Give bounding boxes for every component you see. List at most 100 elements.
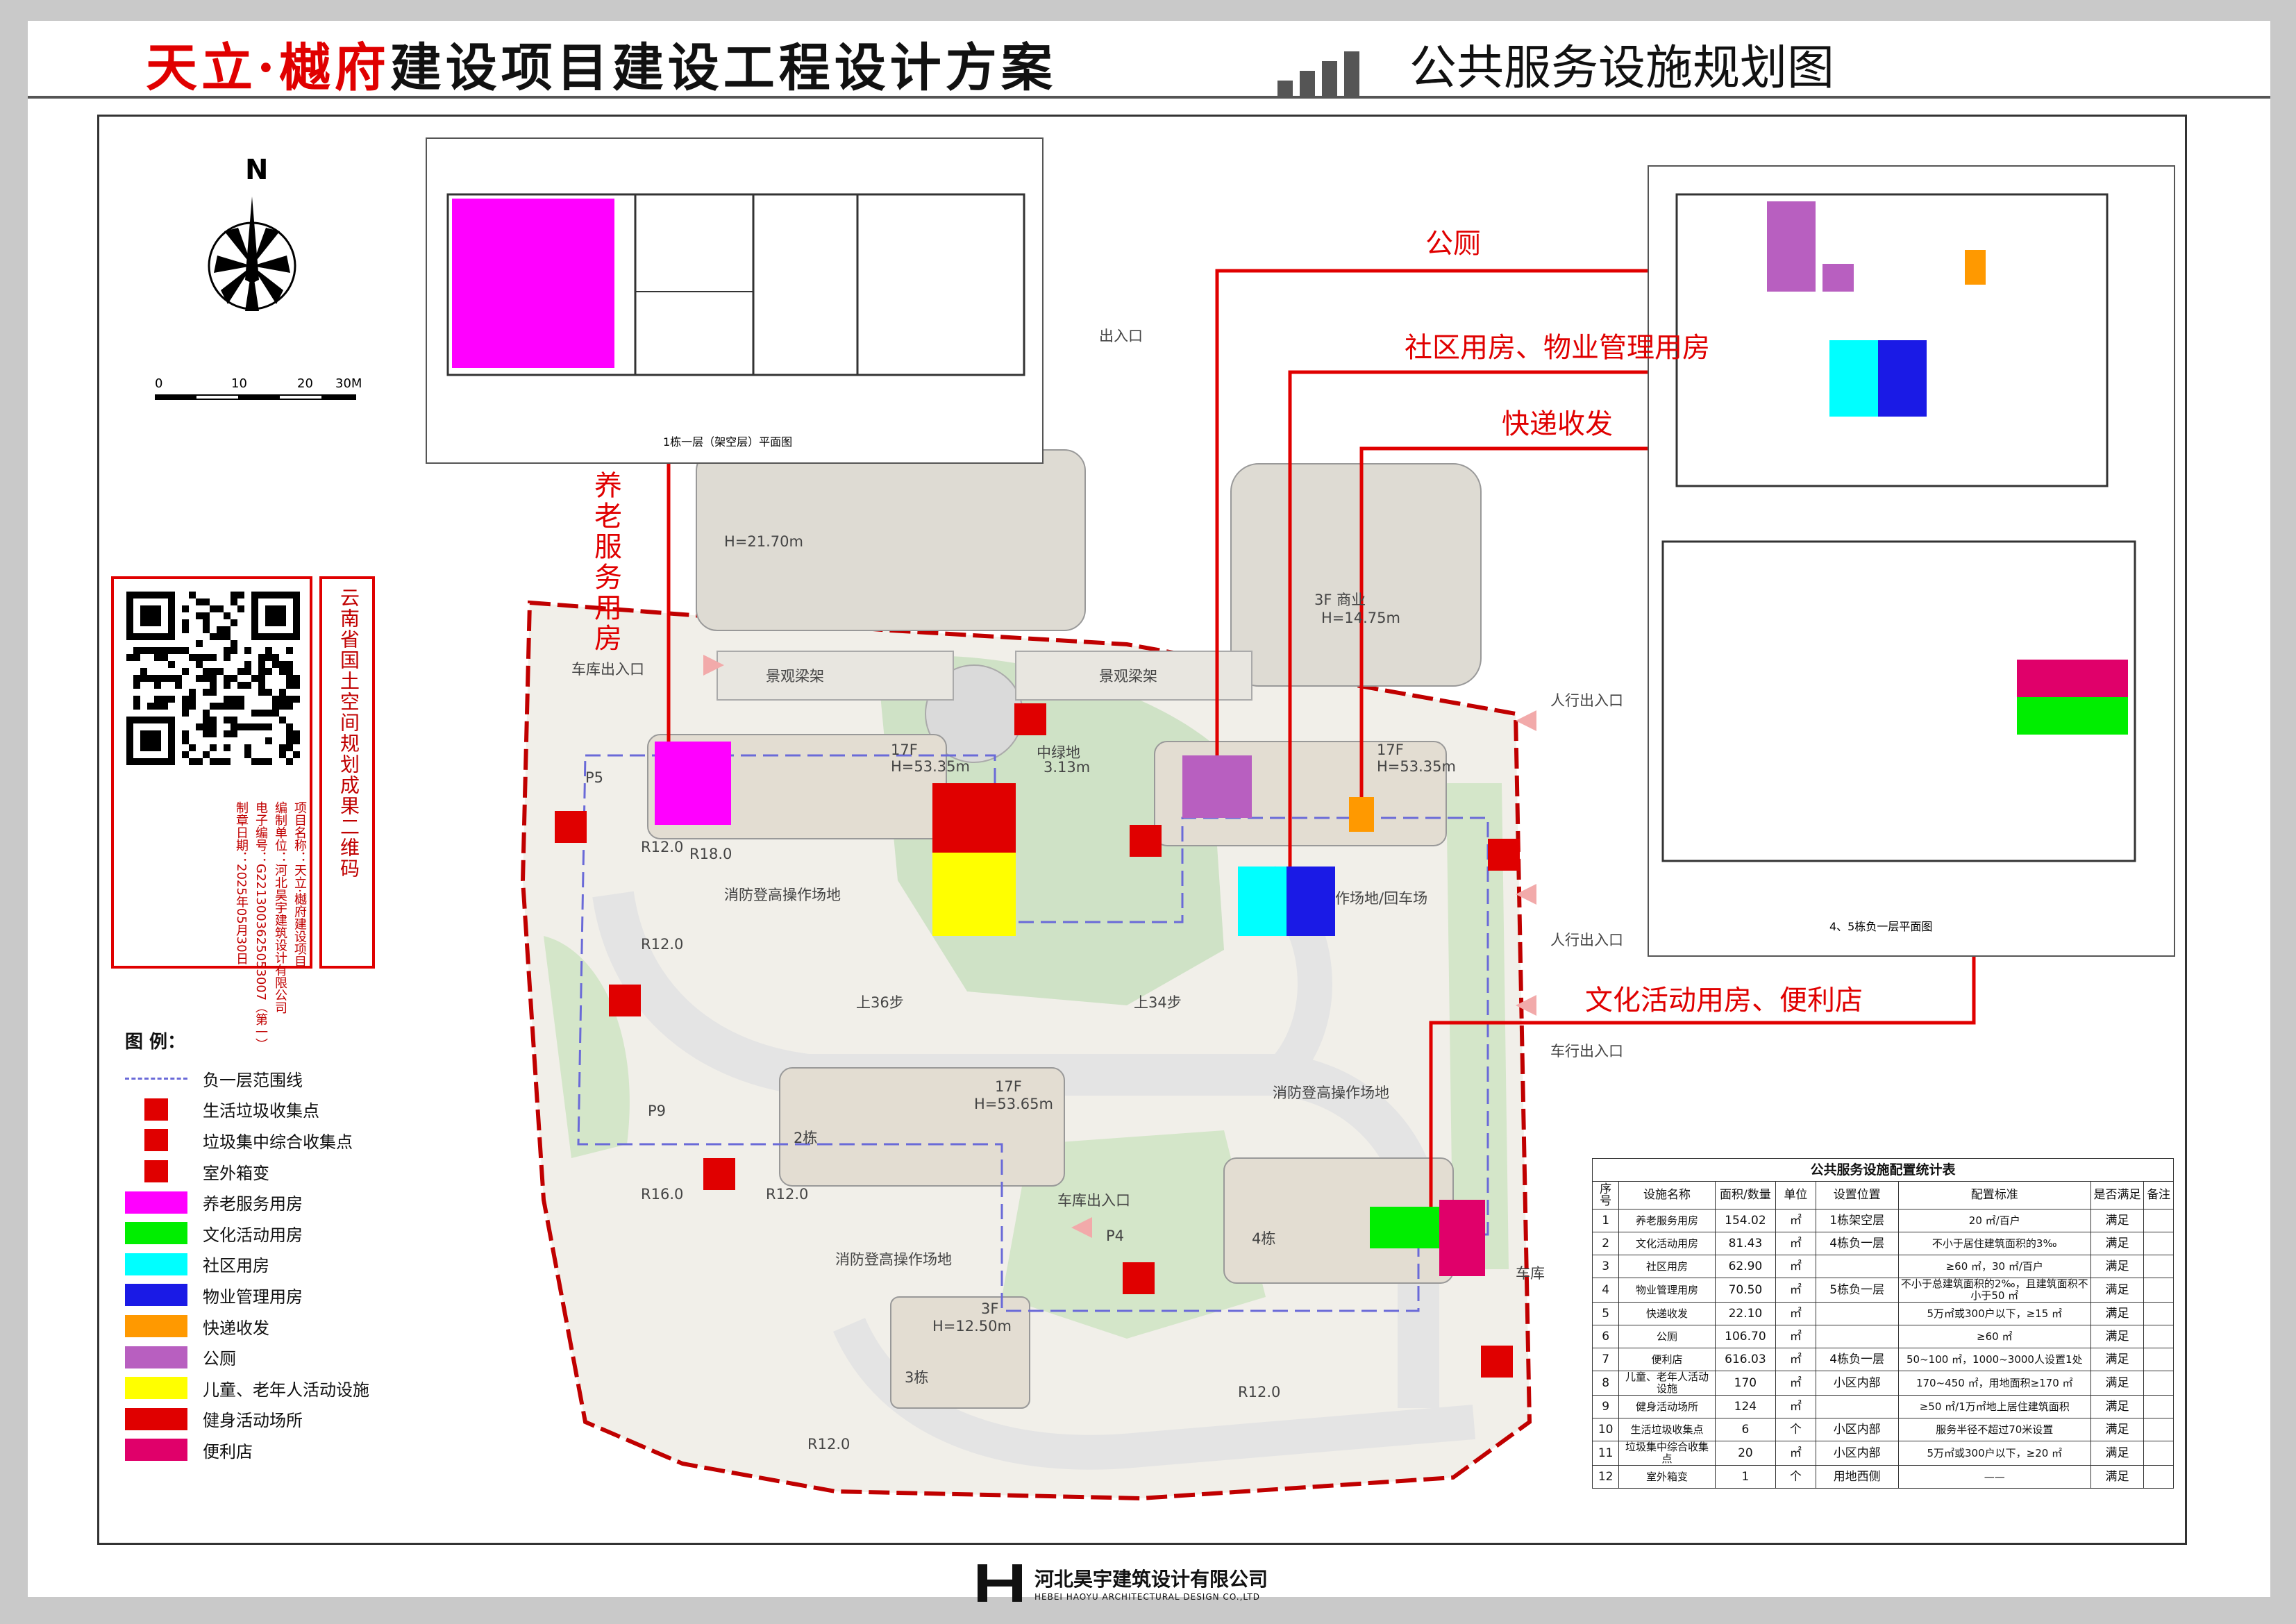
table-cell: 满足 (2090, 1395, 2145, 1418)
trash-point-icon (1488, 839, 1520, 871)
table-cell: 5万㎡或300户以下，≥20 ㎡ (1897, 1441, 2091, 1466)
table-header-cell: 是否满足 (2090, 1181, 2145, 1209)
table-cell: 小区内部 (1815, 1441, 1899, 1466)
table-header-cell: 备注 (2143, 1181, 2174, 1209)
inset-plan-drawing: 1栋一层（架空层）平面图 (446, 193, 1025, 449)
legend-label: 儿童、老年人活动设施 (203, 1380, 369, 1400)
scale-label-0: 0 (155, 376, 162, 391)
table-title: 公共服务设施配置统计表 (1592, 1158, 2174, 1182)
table-cell: 个 (1775, 1465, 1816, 1489)
table-cell: 小区内部 (1815, 1418, 1899, 1441)
table-cell: 50~100 ㎡，1000~3000人设置1处 (1897, 1348, 2091, 1371)
legend-label: 社区用房 (203, 1256, 269, 1276)
table-cell: 满足 (2090, 1348, 2145, 1371)
garage-entry-label-3: 车库 (1516, 1265, 1545, 1282)
legend-rows: 负一层范围线生活垃圾收集点垃圾集中综合收集点室外箱变养老服务用房文化活动用房社区… (125, 1063, 597, 1466)
radius-label: R12.0 (1238, 1384, 1281, 1400)
building-3-name: 3栋 (905, 1369, 929, 1386)
pergola-east-label: 景观梁架 (1099, 668, 1157, 685)
bar-graphic-icon (1277, 49, 1361, 99)
fitness-area-block (932, 783, 1016, 853)
site-plan-map (520, 256, 1976, 1501)
legend-item: 生活垃圾收集点 (125, 1094, 597, 1125)
building-5-label: 17F H=53.35m (1377, 742, 1456, 775)
elderly-room-inset (452, 199, 614, 368)
table-cell: 个 (1775, 1418, 1816, 1441)
inset-top-title: 1栋一层（架空层）平面图 (663, 435, 792, 449)
qr-editor: 编制单位：河北昊宇建筑设计有限公司 (273, 801, 287, 1014)
table-cell: 1栋架空层 (1815, 1209, 1899, 1232)
trash-point-icon (1130, 825, 1162, 857)
pergola-west (717, 651, 954, 701)
table-cell (2143, 1441, 2174, 1466)
table-cell: ㎡ (1775, 1302, 1816, 1325)
legend: 图 例： 负一层范围线生活垃圾收集点垃圾集中综合收集点室外箱变养老服务用房文化活… (125, 1028, 597, 1466)
house-icon (144, 1129, 168, 1152)
radius-label: R18.0 (689, 846, 732, 862)
dashed-line-icon (125, 1077, 187, 1080)
scale-label-20: 20 (297, 376, 313, 391)
building-3-height-label: H=12.50m (932, 1318, 1012, 1334)
north-label: N (245, 154, 268, 186)
entrance-arrows (703, 655, 1536, 1238)
table-cell: —— (1897, 1465, 2091, 1489)
table-cell: 5 (1591, 1302, 1620, 1325)
table-cell: 7 (1591, 1348, 1620, 1371)
table-cell: 9 (1591, 1395, 1620, 1418)
building-4-name: 4栋 (1252, 1230, 1276, 1247)
toilet-inset (1767, 201, 1816, 292)
legend-label: 负一层范围线 (203, 1070, 303, 1090)
drawing-sheet: 天立·樾府建设项目建设工程设计方案 公共服务设施规划图 (28, 21, 2270, 1602)
table-cell: 满足 (2090, 1371, 2145, 1396)
table-cell: ㎡ (1775, 1255, 1816, 1278)
legend-swatch (125, 1439, 187, 1462)
title-document-name: 建设项目建设工程设计方案 (389, 38, 1057, 98)
page-subtitle: 公共服务设施规划图 (1409, 41, 1835, 96)
legend-item: 社区用房 (125, 1249, 597, 1280)
legend-label: 公厕 (203, 1349, 236, 1369)
legend-swatch (125, 1191, 187, 1214)
table-header-row: 序号 设施名称 面积/数量 单位 设置位置 配置标准 是否满足 备注 (1591, 1181, 2174, 1209)
building-2-height-label: H=53.65m (974, 1096, 1053, 1112)
table-cell: 公厕 (1618, 1325, 1716, 1348)
scale-label-30: 30M (335, 376, 362, 391)
legend-swatch (125, 1315, 187, 1338)
table-header-cell: 单位 (1775, 1181, 1816, 1209)
radius-label: R12.0 (641, 839, 684, 855)
table-header-cell: 设施名称 (1618, 1181, 1716, 1209)
table-cell: 小区内部 (1815, 1371, 1899, 1396)
qr-code-panel: 项目名称：天立·樾府建设项目 编制单位：河北昊宇建筑设计有限公司 电子编号：G2… (111, 576, 312, 1050)
fire-area-label-4: 作场地/回车场 (1335, 890, 1428, 907)
cultural-activity-block (1370, 1207, 1439, 1248)
arrow-icon (1516, 995, 1536, 1016)
table-cell: 垃圾集中综合收集点 (1618, 1441, 1716, 1466)
elderly-service-room-block (655, 742, 731, 825)
pergola-east (1015, 651, 1252, 701)
legend-item: 便利店 (125, 1434, 597, 1466)
table-cell: 满足 (2090, 1209, 2145, 1232)
inset-floor-plan-building-1: 1栋一层（架空层）平面图 (426, 137, 1044, 464)
north-arrow-icon (208, 196, 296, 311)
arrow-icon (1071, 1217, 1092, 1238)
table-cell: ㎡ (1775, 1209, 1816, 1232)
table-cell: 4栋负一层 (1815, 1232, 1899, 1255)
legend-item: 文化活动用房 (125, 1218, 597, 1249)
trash-point-icon (1123, 1262, 1155, 1294)
table-cell: ㎡ (1775, 1278, 1816, 1303)
table-cell (2143, 1302, 2174, 1325)
convenience-store-block (1439, 1200, 1485, 1276)
qr-heading-panel: 云南省国土空间规划成果二维码 (319, 576, 375, 969)
green-label: 中绿地 (1037, 744, 1080, 761)
facility-statistics-table: 公共服务设施配置统计表 序号 设施名称 面积/数量 单位 设置位置 配置标准 是… (1591, 1158, 2174, 1489)
callout-public-toilet: 公厕 (1425, 228, 1481, 260)
legend-item: 物业管理用房 (125, 1280, 597, 1311)
table-cell: ㎡ (1775, 1348, 1816, 1371)
table-cell: 154.02 (1714, 1209, 1777, 1232)
table-cell: 5万㎡或300户以下，≥15 ㎡ (1897, 1302, 2091, 1325)
inset-right-title: 4、5栋负一层平面图 (1829, 920, 1932, 933)
pedestrian-entry-label-1: 人行出入口 (1550, 692, 1623, 709)
